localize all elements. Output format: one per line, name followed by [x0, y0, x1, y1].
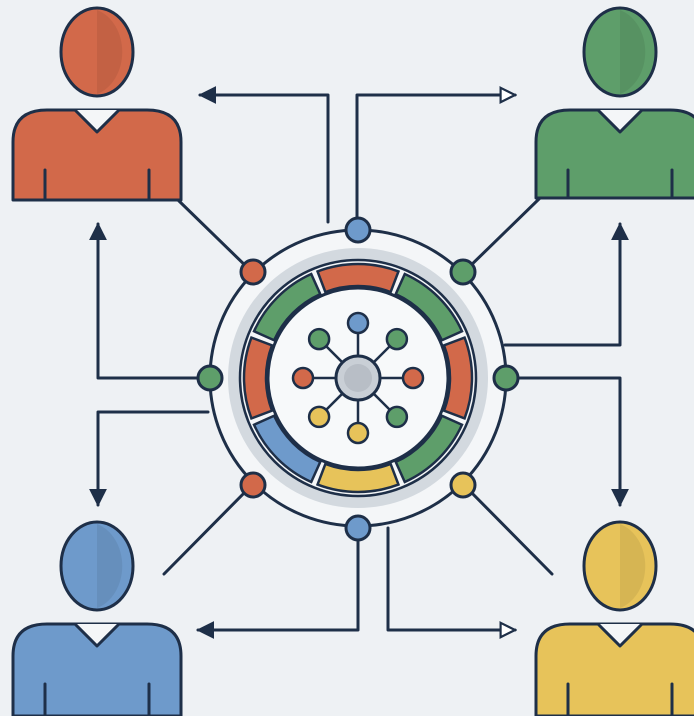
inner-node [401, 366, 425, 390]
ring-segment [252, 414, 322, 484]
connector-lines [89, 86, 629, 639]
link-bottom-left [162, 483, 254, 576]
ring-segment [315, 462, 401, 494]
ring-segment [252, 272, 322, 342]
arrow-to-top-right [355, 95, 515, 224]
ring-segment [315, 262, 401, 294]
people-group [11, 6, 694, 716]
inner-node [385, 327, 409, 351]
person-bottom-right-icon [534, 520, 694, 716]
link-bottom-right [462, 483, 554, 576]
ring-nodes [196, 216, 520, 542]
person-top-right-icon [534, 6, 694, 200]
node-top [344, 216, 372, 244]
node-right [492, 364, 520, 392]
node-bottom-left [239, 471, 267, 499]
arrow-down-right [506, 376, 629, 507]
hub-color-ring [242, 262, 474, 494]
link-top-left [176, 198, 254, 274]
node-bottom-right [449, 471, 477, 499]
ring-segment [242, 335, 274, 421]
link-top-right [462, 196, 542, 274]
arrow-to-bottom-left [196, 526, 360, 639]
node-left [196, 364, 224, 392]
node-bottom [344, 514, 372, 542]
inner-node [385, 405, 409, 429]
inner-node [307, 405, 331, 429]
central-hub [208, 228, 508, 528]
ring-segment [394, 414, 464, 484]
inner-spokes [291, 311, 425, 445]
node-top-left [239, 258, 267, 286]
arrow-up-left [89, 222, 210, 380]
ring-segment [442, 335, 474, 421]
inner-node [346, 421, 370, 445]
inner-node [307, 327, 331, 351]
inner-node [346, 311, 370, 335]
person-top-left-icon [11, 6, 183, 202]
arrow-up-right [503, 222, 629, 347]
inner-node [291, 366, 315, 390]
arrow-down-left [89, 410, 210, 507]
arrow-to-bottom-right [386, 526, 515, 630]
ring-segment [394, 272, 464, 342]
person-bottom-left-icon [11, 520, 183, 716]
arrow-to-top-left [198, 86, 330, 224]
node-top-right [449, 258, 477, 286]
